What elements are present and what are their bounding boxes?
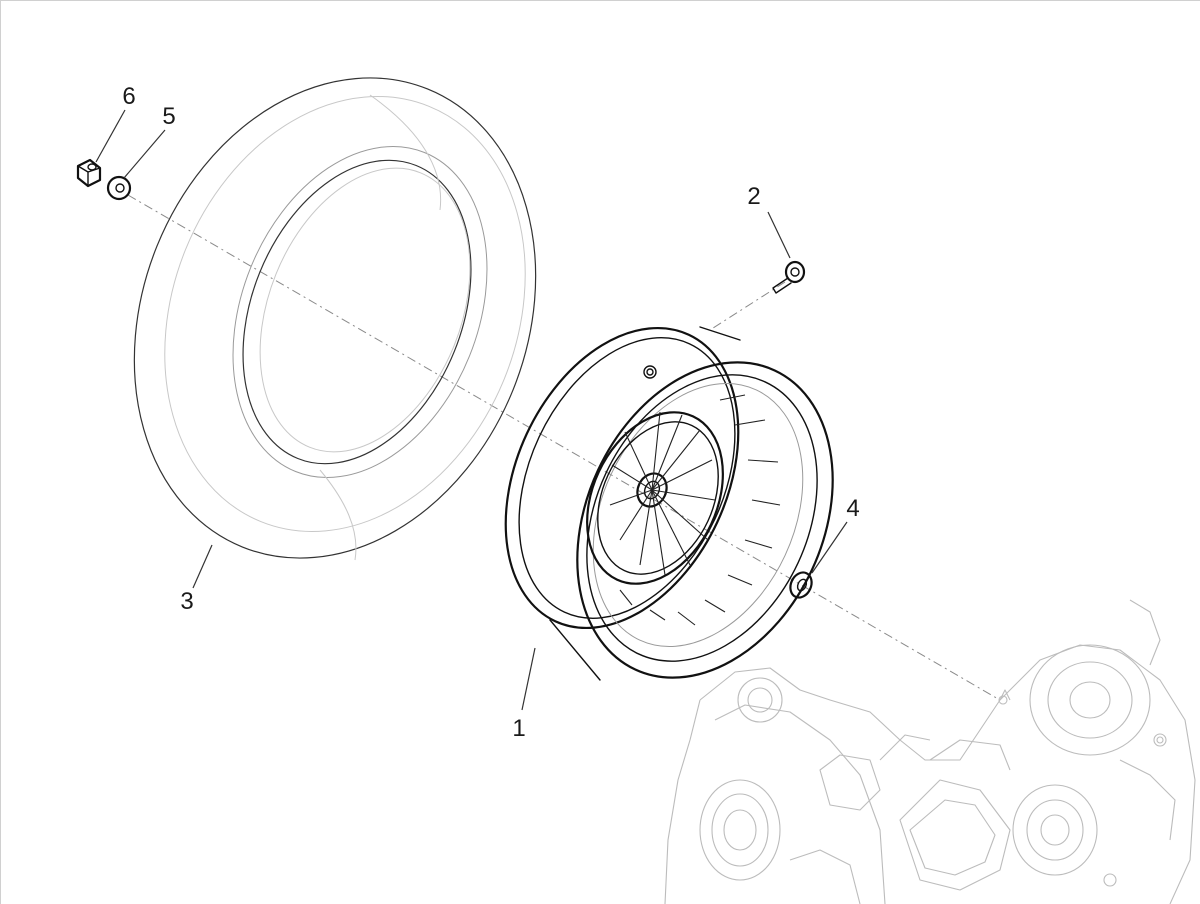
washer-hub [789,571,813,599]
assembly-axis [127,194,1001,701]
nut [76,158,102,188]
wheel-rim [504,326,834,681]
engine-casing [664,599,1196,904]
washer [106,175,132,201]
callout-4: 4 [846,495,859,522]
tire [133,77,537,561]
bolt [772,260,806,294]
callout-1: 1 [512,715,525,742]
callout-labels: 1 2 3 4 5 6 [122,83,859,742]
callout-6: 6 [122,83,135,110]
callout-2: 2 [747,183,760,210]
callout-3: 3 [180,588,193,615]
callout-5: 5 [162,103,175,130]
leader-lines [95,109,848,711]
wheel-spokes [609,394,781,626]
